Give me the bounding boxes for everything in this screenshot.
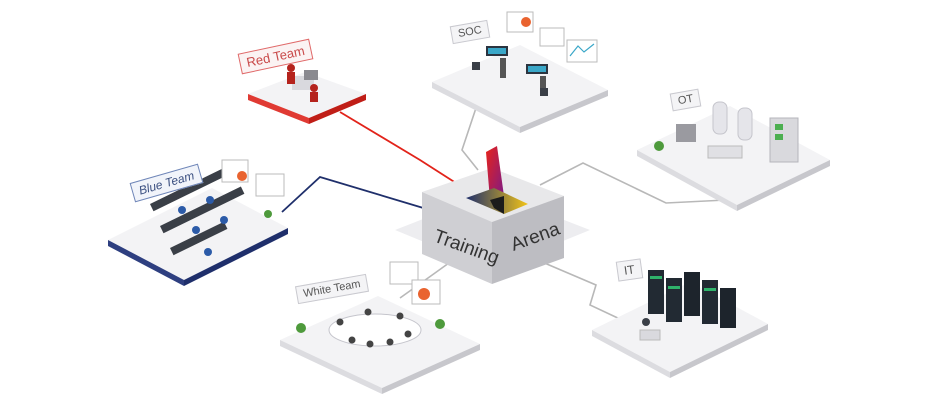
- hub-left: [422, 192, 492, 284]
- link-it: [527, 255, 623, 321]
- link-ot: [539, 162, 727, 204]
- red-team-platform: [248, 64, 366, 124]
- it-label: IT: [615, 258, 643, 282]
- logo: [466, 146, 528, 214]
- hub-right: [492, 196, 564, 284]
- ot-platform: [637, 101, 830, 211]
- white-team-platform: [280, 261, 480, 394]
- soc-platform: [432, 11, 608, 133]
- blue-team-platform: [108, 159, 288, 286]
- link-blue-team: [281, 175, 431, 213]
- link-red-team: [339, 111, 471, 193]
- it-platform: [592, 270, 768, 378]
